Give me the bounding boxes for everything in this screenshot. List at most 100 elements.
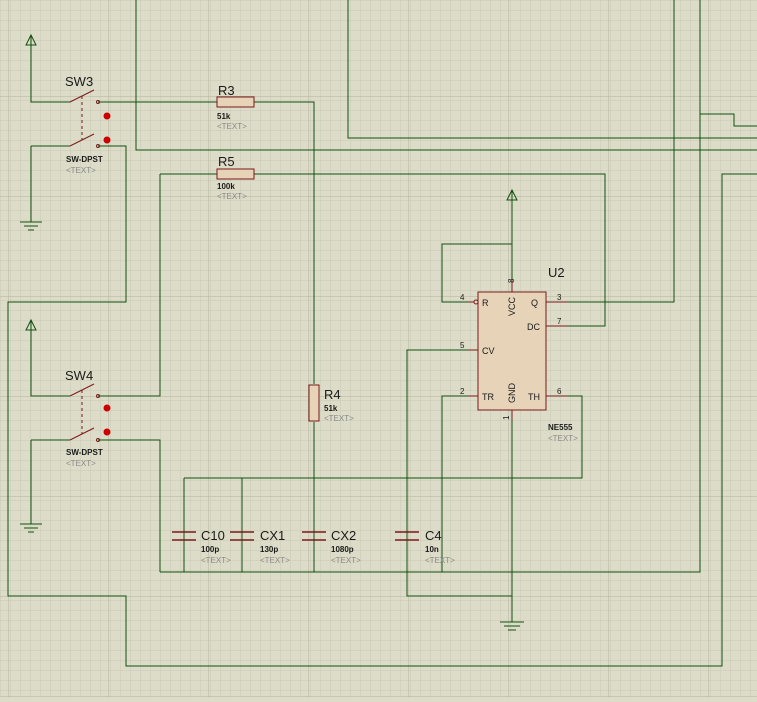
cx1-text: <TEXT> <box>260 556 290 565</box>
sw3-contacts <box>69 89 95 147</box>
c10-value: 100p <box>201 545 219 554</box>
sw3-junction[interactable] <box>103 136 111 144</box>
terminals <box>20 33 524 631</box>
r3-value: 51k <box>217 112 231 121</box>
r5-text: <TEXT> <box>217 192 247 201</box>
resistor-r3[interactable]: R3 51k <TEXT> <box>216 83 255 131</box>
wire <box>135 0 757 151</box>
c4-ref: C4 <box>425 528 442 543</box>
u2-pin-name: Q <box>531 298 538 308</box>
wire <box>567 0 675 303</box>
u2-pin-num: 8 <box>507 278 516 283</box>
sw3-terminal <box>96 144 100 148</box>
c4-text: <TEXT> <box>425 556 455 565</box>
r3-body <box>216 96 255 108</box>
resistor-r5[interactable]: R5 100k <TEXT> <box>216 154 255 201</box>
sw4-junction[interactable] <box>103 404 111 412</box>
c4-value: 10n <box>425 545 439 554</box>
switch-sw4[interactable]: SW4 SW-DPST <TEXT> <box>65 368 111 468</box>
wire <box>347 0 757 139</box>
cx1-plates <box>230 531 254 541</box>
wire <box>406 349 512 597</box>
sw4-contacts <box>69 383 95 441</box>
wire <box>441 395 468 572</box>
r5-value: 100k <box>217 182 235 191</box>
u2-pin-num: 4 <box>460 293 465 302</box>
u2-pin-num: 3 <box>557 293 562 302</box>
u2-pin-num: 5 <box>460 341 465 350</box>
sw4-ref: SW4 <box>65 368 93 383</box>
capacitor-c10[interactable]: C10 100p <TEXT> <box>172 528 231 565</box>
r4-ref: R4 <box>324 387 341 402</box>
u2-reset-inversion <box>473 299 479 305</box>
cx2-value: 1080p <box>331 545 354 554</box>
sw4-type: SW-DPST <box>66 448 103 457</box>
u2-pin-name: TR <box>482 392 494 402</box>
u2-pin-name: TH <box>528 392 540 402</box>
power-terminal-sw4 <box>25 318 37 331</box>
u2-ref: U2 <box>548 265 565 280</box>
u2-part: NE555 <box>548 423 573 432</box>
u2-pin-name: R <box>482 298 489 308</box>
cx2-ref: CX2 <box>331 528 356 543</box>
resistor-r4[interactable]: R4 51k <TEXT> <box>308 384 354 423</box>
sw3-text: <TEXT> <box>66 166 96 175</box>
r4-text: <TEXT> <box>324 414 354 423</box>
ground-terminal-sw3 <box>20 218 42 231</box>
r3-ref: R3 <box>218 83 235 98</box>
sw4-terminal <box>96 394 100 398</box>
wire <box>254 101 315 384</box>
c4-plates <box>395 531 419 541</box>
u2-text: <TEXT> <box>548 434 578 443</box>
capacitor-c4[interactable]: C4 10n <TEXT> <box>395 528 455 565</box>
ic-u2-ne555[interactable]: U2 4 8 3 7 5 2 6 1 R VCC Q DC CV TR GND … <box>460 265 578 443</box>
sw4-junction[interactable] <box>103 428 111 436</box>
ground-terminal-sw4 <box>20 520 42 533</box>
c10-text: <TEXT> <box>201 556 231 565</box>
wire <box>254 173 606 327</box>
capacitor-cx2[interactable]: CX2 1080p <TEXT> <box>302 528 361 565</box>
u2-pin-name: VCC <box>507 296 517 316</box>
cx1-value: 130p <box>260 545 278 554</box>
c10-ref: C10 <box>201 528 225 543</box>
wire <box>30 45 70 103</box>
r5-body <box>216 168 255 180</box>
r5-ref: R5 <box>218 154 235 169</box>
cx2-text: <TEXT> <box>331 556 361 565</box>
wires <box>7 0 757 667</box>
u2-body <box>477 291 547 411</box>
sw3-ref: SW3 <box>65 74 93 89</box>
c10-plates <box>172 531 196 541</box>
u2-pin-num: 1 <box>502 415 511 420</box>
capacitor-cx1[interactable]: CX1 130p <TEXT> <box>230 528 290 565</box>
wire <box>7 145 757 667</box>
wire <box>184 395 583 479</box>
u2-pin-name: CV <box>482 346 495 356</box>
sw4-terminal <box>96 438 100 442</box>
u2-pin-lines <box>468 280 567 420</box>
r4-value: 51k <box>324 404 338 413</box>
sw3-terminal <box>96 100 100 104</box>
cx1-ref: CX1 <box>260 528 285 543</box>
wire <box>98 439 161 572</box>
r3-text: <TEXT> <box>217 122 247 131</box>
wire <box>160 0 701 573</box>
switch-sw3[interactable]: SW3 SW-DPST <TEXT> <box>65 74 111 175</box>
wire <box>98 174 161 397</box>
sw3-type: SW-DPST <box>66 155 103 164</box>
u2-pin-num: 6 <box>557 387 562 396</box>
u2-pin-num: 2 <box>460 387 465 396</box>
wire <box>30 330 70 397</box>
u2-pin-name: DC <box>527 322 540 332</box>
ground-terminal-u2 <box>500 612 524 631</box>
power-terminal-u2 <box>506 188 518 201</box>
r4-body <box>308 384 320 422</box>
u2-pin-num: 7 <box>557 317 562 326</box>
wire <box>441 200 513 303</box>
u2-pin-name: GND <box>507 383 517 404</box>
sw4-text: <TEXT> <box>66 459 96 468</box>
power-terminal-sw3 <box>25 33 37 46</box>
sw3-junction[interactable] <box>103 112 111 120</box>
